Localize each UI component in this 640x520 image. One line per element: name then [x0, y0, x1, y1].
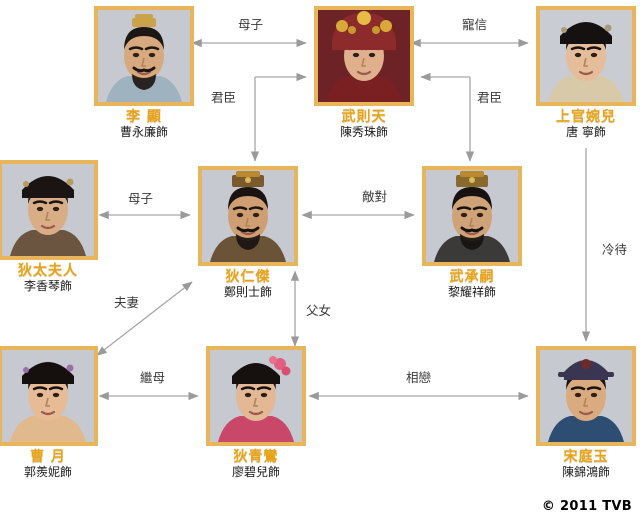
character-name: 狄青鸞	[233, 449, 279, 465]
actor-name: 陳秀珠飾	[339, 125, 388, 139]
actor-name: 郭羨妮飾	[23, 465, 72, 479]
portrait-wu-zetian	[314, 6, 414, 106]
portrait-cao-yue	[0, 346, 98, 446]
portrait-di-qingluan	[206, 346, 306, 446]
relation-label-rel-xianglian: 相戀	[406, 370, 432, 385]
character-card-shangguan-waner[interactable]: 上官婉兒唐 寧飾	[534, 6, 638, 140]
relation-label-rel-junchen-l: 君臣	[211, 90, 237, 105]
character-name: 武則天	[341, 109, 387, 125]
actor-name: 黎耀祥飾	[447, 285, 496, 299]
relation-label-rel-jimu: 繼母	[140, 370, 166, 385]
character-card-wu-zetian[interactable]: 武則天陳秀珠飾	[312, 6, 416, 140]
character-card-song-tingyu[interactable]: 宋庭玉陳錦鴻飾	[534, 346, 638, 480]
actor-name: 陳錦鴻飾	[561, 465, 610, 479]
character-name: 李 顯	[126, 109, 162, 125]
relation-label-rel-muzi-top: 母子	[238, 17, 264, 32]
character-card-di-qingluan[interactable]: 狄青鸞廖碧兒飾	[204, 346, 308, 480]
portrait-song-tingyu	[536, 346, 636, 446]
relation-label-rel-diduì: 敵對	[362, 189, 388, 204]
character-card-di-renjie[interactable]: 狄仁傑鄭則士飾	[196, 166, 300, 300]
portrait-shangguan-waner	[536, 6, 636, 106]
arrow-fuqi	[96, 281, 193, 356]
actor-name: 廖碧兒飾	[231, 465, 280, 479]
relation-label-rel-junchen-r: 君臣	[477, 90, 503, 105]
character-card-li-xian[interactable]: 李 顯曹永廉飾	[92, 6, 196, 140]
relation-label-rel-fuqi: 夫妻	[114, 295, 140, 310]
actor-name: 李香琴飾	[23, 279, 72, 293]
relation-label-rel-lengdai: 冷待	[602, 242, 628, 257]
actor-name: 鄭則士飾	[223, 285, 272, 299]
portrait-di-renjie	[198, 166, 298, 266]
relation-label-rel-funv: 父女	[306, 303, 332, 318]
actor-name: 唐 寧飾	[566, 125, 606, 139]
character-name: 宋庭玉	[563, 449, 609, 465]
character-name: 上官婉兒	[556, 109, 616, 125]
relation-label-rel-chongxin: 寵信	[462, 17, 488, 32]
portrait-wu-chengsi	[422, 166, 522, 266]
actor-name: 曹永廉飾	[119, 125, 168, 139]
character-name: 武承嗣	[449, 269, 495, 285]
relation-label-rel-muzi-mid: 母子	[128, 191, 154, 206]
portrait-di-taifuren	[0, 160, 98, 260]
character-card-di-taifuren[interactable]: 狄太夫人李香琴飾	[0, 160, 100, 294]
portrait-li-xian	[94, 6, 194, 106]
character-name: 狄仁傑	[225, 269, 271, 285]
character-card-cao-yue[interactable]: 曹 月郭羨妮飾	[0, 346, 100, 480]
character-card-wu-chengsi[interactable]: 武承嗣黎耀祥飾	[420, 166, 524, 300]
copyright-notice: © 2011 TVB	[541, 499, 632, 514]
character-name: 曹 月	[30, 449, 66, 465]
character-name: 狄太夫人	[18, 263, 78, 279]
